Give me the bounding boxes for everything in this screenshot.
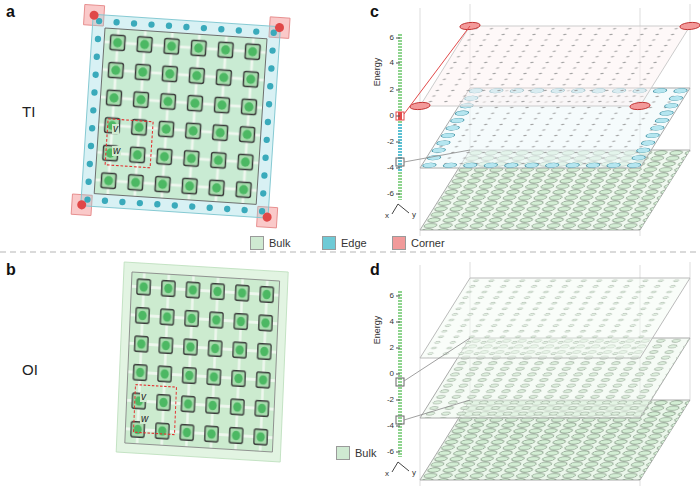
legend-text: Bulk <box>269 238 290 249</box>
corner-site <box>275 23 285 33</box>
tick-label: 0 <box>390 112 394 120</box>
separator-line <box>0 252 700 253</box>
unit-cells <box>125 272 280 452</box>
hopping-label: v <box>140 392 147 402</box>
tick-label: 4 <box>390 59 394 67</box>
axis-label: y <box>412 469 416 477</box>
lattice-frame <box>94 28 267 204</box>
panel-letter: b <box>6 262 16 278</box>
energy-axis <box>392 291 470 472</box>
panel-letter: c <box>370 4 379 20</box>
tick-label: 2 <box>390 344 394 352</box>
energy-axis <box>392 26 470 214</box>
legend-swatch <box>322 236 336 250</box>
legend-swatch <box>392 236 406 250</box>
legend-item: Corner <box>392 236 445 250</box>
unit-cells <box>94 28 267 204</box>
axis-label: x <box>385 470 389 478</box>
box-frame <box>420 4 690 486</box>
axis-title: Energy <box>373 316 382 345</box>
unit-cell-marker <box>133 385 176 435</box>
lattice-frame <box>125 272 280 452</box>
bulk-glow <box>116 262 288 462</box>
legend-text: Corner <box>411 238 445 249</box>
oi-lattice <box>116 262 288 462</box>
corner-site <box>262 212 272 222</box>
legend-item: Bulk <box>250 236 290 250</box>
bulk-plane <box>125 272 280 452</box>
legend-item: Bulk <box>336 446 376 460</box>
tick-label: 6 <box>390 292 394 300</box>
tick-label: 6 <box>390 34 394 42</box>
legend-swatch <box>336 446 350 460</box>
bulk-plane <box>94 28 267 204</box>
tick-label: -4 <box>387 164 394 172</box>
corner-layer <box>408 22 700 109</box>
hopping-label: w <box>140 414 149 424</box>
axis-title: Energy <box>373 58 382 87</box>
panel-title: TI <box>22 104 35 119</box>
tick-label: 4 <box>390 318 394 326</box>
legend-text: Bulk <box>355 448 376 459</box>
bulk-layer <box>420 278 690 358</box>
legend-swatch <box>250 236 264 250</box>
tick-label: 0 <box>390 370 394 378</box>
edge-sites <box>87 21 273 211</box>
panel-title: OI <box>22 362 38 377</box>
panel-letter: a <box>6 4 15 20</box>
hopping-label: w <box>112 146 121 156</box>
axis-label: x <box>385 212 389 220</box>
tick-label: 2 <box>390 86 394 94</box>
tick-label: -2 <box>387 138 394 146</box>
tick-label: -6 <box>387 448 394 456</box>
unit-cell-marker <box>105 119 153 168</box>
hopping-label: v <box>112 124 119 134</box>
tick-label: -4 <box>387 422 394 430</box>
tick-label: -6 <box>387 190 394 198</box>
legend-text: Edge <box>341 238 367 249</box>
tick-label: -2 <box>387 396 394 404</box>
corner-site <box>77 200 87 210</box>
axis-label: y <box>412 211 416 219</box>
panel-letter: d <box>370 262 380 278</box>
edge-plane <box>81 14 281 218</box>
corner-site <box>89 10 99 20</box>
ti-lattice <box>71 4 290 227</box>
legend-item: Edge <box>322 236 367 250</box>
